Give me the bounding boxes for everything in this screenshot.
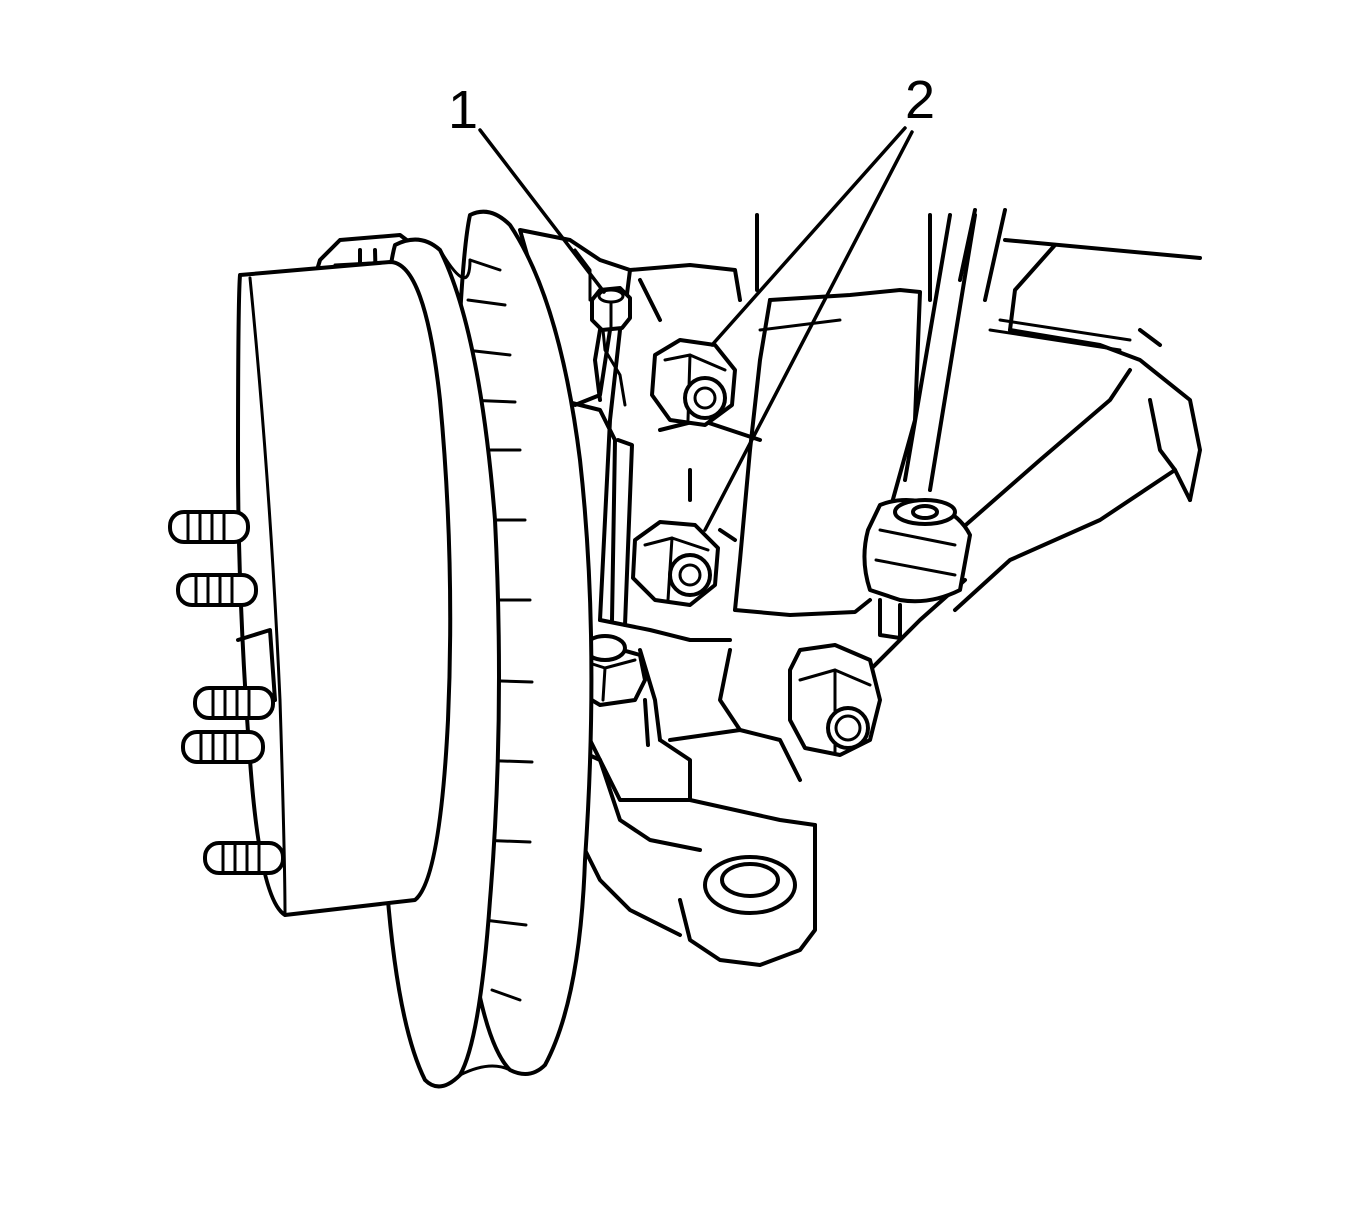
wheel-stud <box>168 510 250 544</box>
wheel-studs <box>168 510 285 875</box>
callout-1-label: 1 <box>448 80 478 140</box>
frame-structure <box>755 208 1202 502</box>
strut-bolt-upper <box>650 338 737 427</box>
wheel-hub <box>236 260 453 917</box>
strut-assembly <box>733 213 977 617</box>
callout-1: 1 <box>448 80 606 294</box>
callout-2: 2 <box>703 70 935 532</box>
brake-line-fitting <box>590 286 632 402</box>
wheel-stud <box>176 573 258 607</box>
steering-arm <box>578 718 817 967</box>
wheel-stud <box>193 686 275 720</box>
callout-1-leader <box>478 128 606 294</box>
strut-bolt-lower <box>631 520 720 607</box>
wheel-stud <box>181 730 265 764</box>
stabilizer-bushing <box>862 498 972 640</box>
callout-2-leader-lower <box>703 130 914 532</box>
callout-2-leader-upper <box>710 126 907 347</box>
wheel-stud <box>203 841 285 875</box>
callout-2-label: 2 <box>905 70 935 130</box>
lower-arm-nut <box>788 643 882 757</box>
